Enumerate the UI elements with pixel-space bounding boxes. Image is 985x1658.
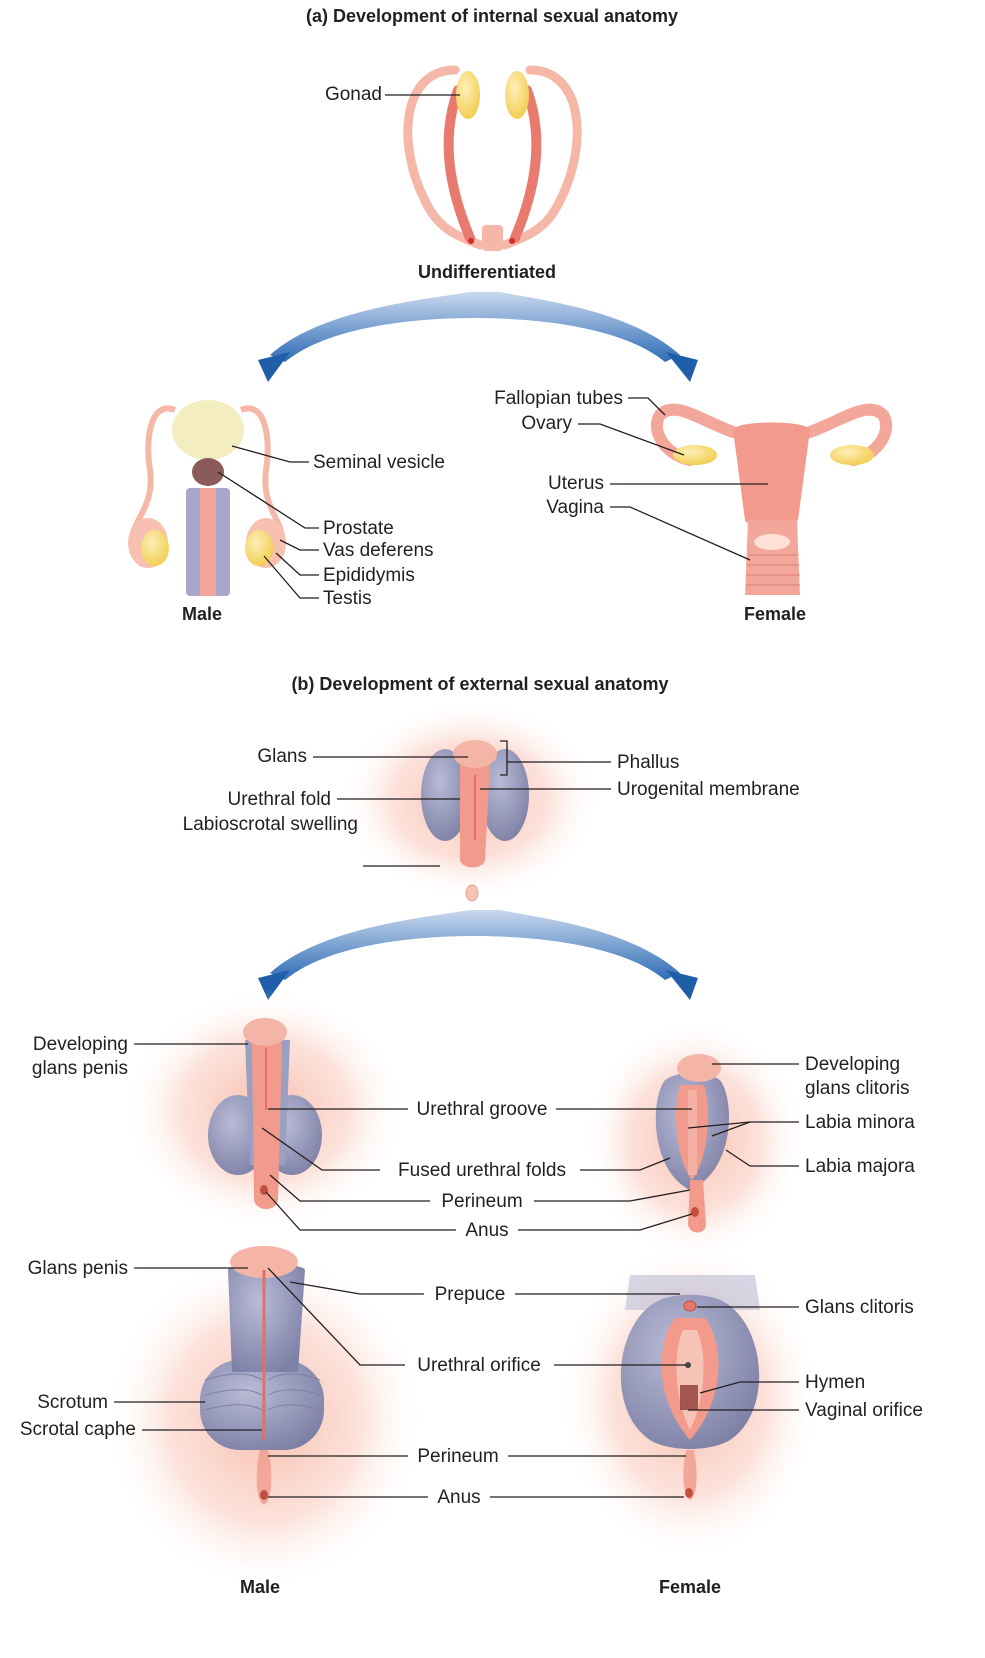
label-developing-glans-penis-line2: glans penis [32,1058,128,1079]
label-vas-deferens: Vas deferens [323,540,434,561]
label-glans: Glans [257,746,307,767]
caption-male-internal: Male [182,604,222,624]
label-urethral-fold: Urethral fold [228,789,332,810]
label-uterus: Uterus [548,473,604,494]
developing-male-illustration [125,990,405,1230]
label-urethral-groove: Urethral groove [417,1099,548,1120]
label-epididymis: Epididymis [323,565,415,586]
final-female-illustration [560,1240,820,1560]
label-developing-glans-clitoris-line2: glans clitoris [805,1078,910,1099]
label-glans-penis: Glans penis [28,1258,128,1279]
label-vaginal-orifice: Vaginal orifice [805,1400,923,1421]
male-internal-illustration [128,400,286,596]
label-labioscrotal-swelling: Labioscrotal swelling [183,814,358,835]
label-prepuce: Prepuce [435,1284,506,1305]
label-developing-glans-clitoris-line1: Developing [805,1054,900,1075]
label-urogenital-membrane: Urogenital membrane [617,779,800,800]
label-developing-glans-penis-line1: Developing [33,1034,128,1055]
caption-female-external: Female [659,1577,721,1597]
undifferentiated-external-illustration [340,700,600,901]
label-scrotum: Scrotum [37,1392,108,1413]
label-testis: Testis [323,588,372,609]
label-perineum-developing: Perineum [441,1191,522,1212]
label-vagina: Vagina [546,497,604,518]
label-fallopian-tubes: Fallopian tubes [494,388,623,409]
label-urethral-orifice: Urethral orifice [417,1355,541,1376]
label-prostate: Prostate [323,518,394,539]
label-anus-developing: Anus [465,1220,508,1241]
label-phallus: Phallus [617,752,679,773]
branch-arrow-a [258,292,698,382]
caption-female-internal: Female [744,604,806,624]
label-labia-minora: Labia minora [805,1112,915,1133]
leader-vagina [610,507,750,560]
caption-undifferentiated: Undifferentiated [418,262,556,282]
label-perineum-final: Perineum [417,1446,498,1467]
developing-female-illustration [585,1020,805,1260]
label-hymen: Hymen [805,1372,865,1393]
label-scrotal-caphe: Scrotal caphe [20,1419,136,1440]
gonad-right [505,71,529,119]
final-male-illustration [105,1246,425,1590]
branch-arrow-b [258,910,698,1000]
part-a-title: (a) Development of internal sexual anato… [306,6,678,26]
label-labia-majora: Labia majora [805,1156,915,1177]
female-internal-illustration [657,410,886,595]
caption-male-external: Male [240,1577,280,1597]
undifferentiated-internal-illustration [408,70,577,251]
part-b-title: (b) Development of external sexual anato… [291,674,668,694]
label-fused-urethral-folds: Fused urethral folds [398,1160,566,1181]
label-gonad: Gonad [325,84,382,105]
label-glans-clitoris: Glans clitoris [805,1297,914,1318]
label-ovary: Ovary [521,413,572,434]
label-anus-final: Anus [437,1487,480,1508]
label-seminal-vesicle: Seminal vesicle [313,452,445,473]
